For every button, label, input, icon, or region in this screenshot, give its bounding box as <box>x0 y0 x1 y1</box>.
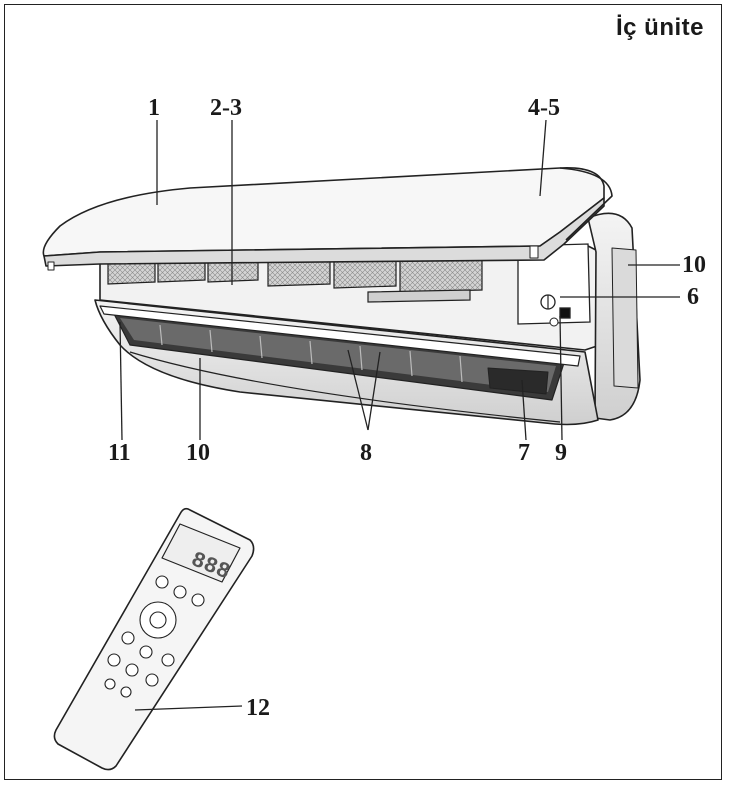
callout-9: 9 <box>555 440 567 466</box>
callout-1: 1 <box>148 95 160 121</box>
front-panel <box>42 167 613 271</box>
callout-7: 7 <box>518 440 530 466</box>
callout-10-bottom: 10 <box>186 440 210 466</box>
callout-8: 8 <box>360 440 372 466</box>
diagram-frame <box>4 4 722 780</box>
callout-11: 11 <box>108 440 131 466</box>
leader-lines <box>119 119 680 711</box>
control-box <box>517 243 591 327</box>
sensor-icon <box>559 307 571 319</box>
callout-10-right: 10 <box>682 252 706 278</box>
diagram-title: İç ünite <box>615 14 704 41</box>
callout-2-3: 2-3 <box>210 95 242 121</box>
remote-control: 888 <box>53 507 255 771</box>
callout-6: 6 <box>687 284 699 310</box>
callout-12: 12 <box>246 695 270 721</box>
callout-4-5: 4-5 <box>528 95 560 121</box>
